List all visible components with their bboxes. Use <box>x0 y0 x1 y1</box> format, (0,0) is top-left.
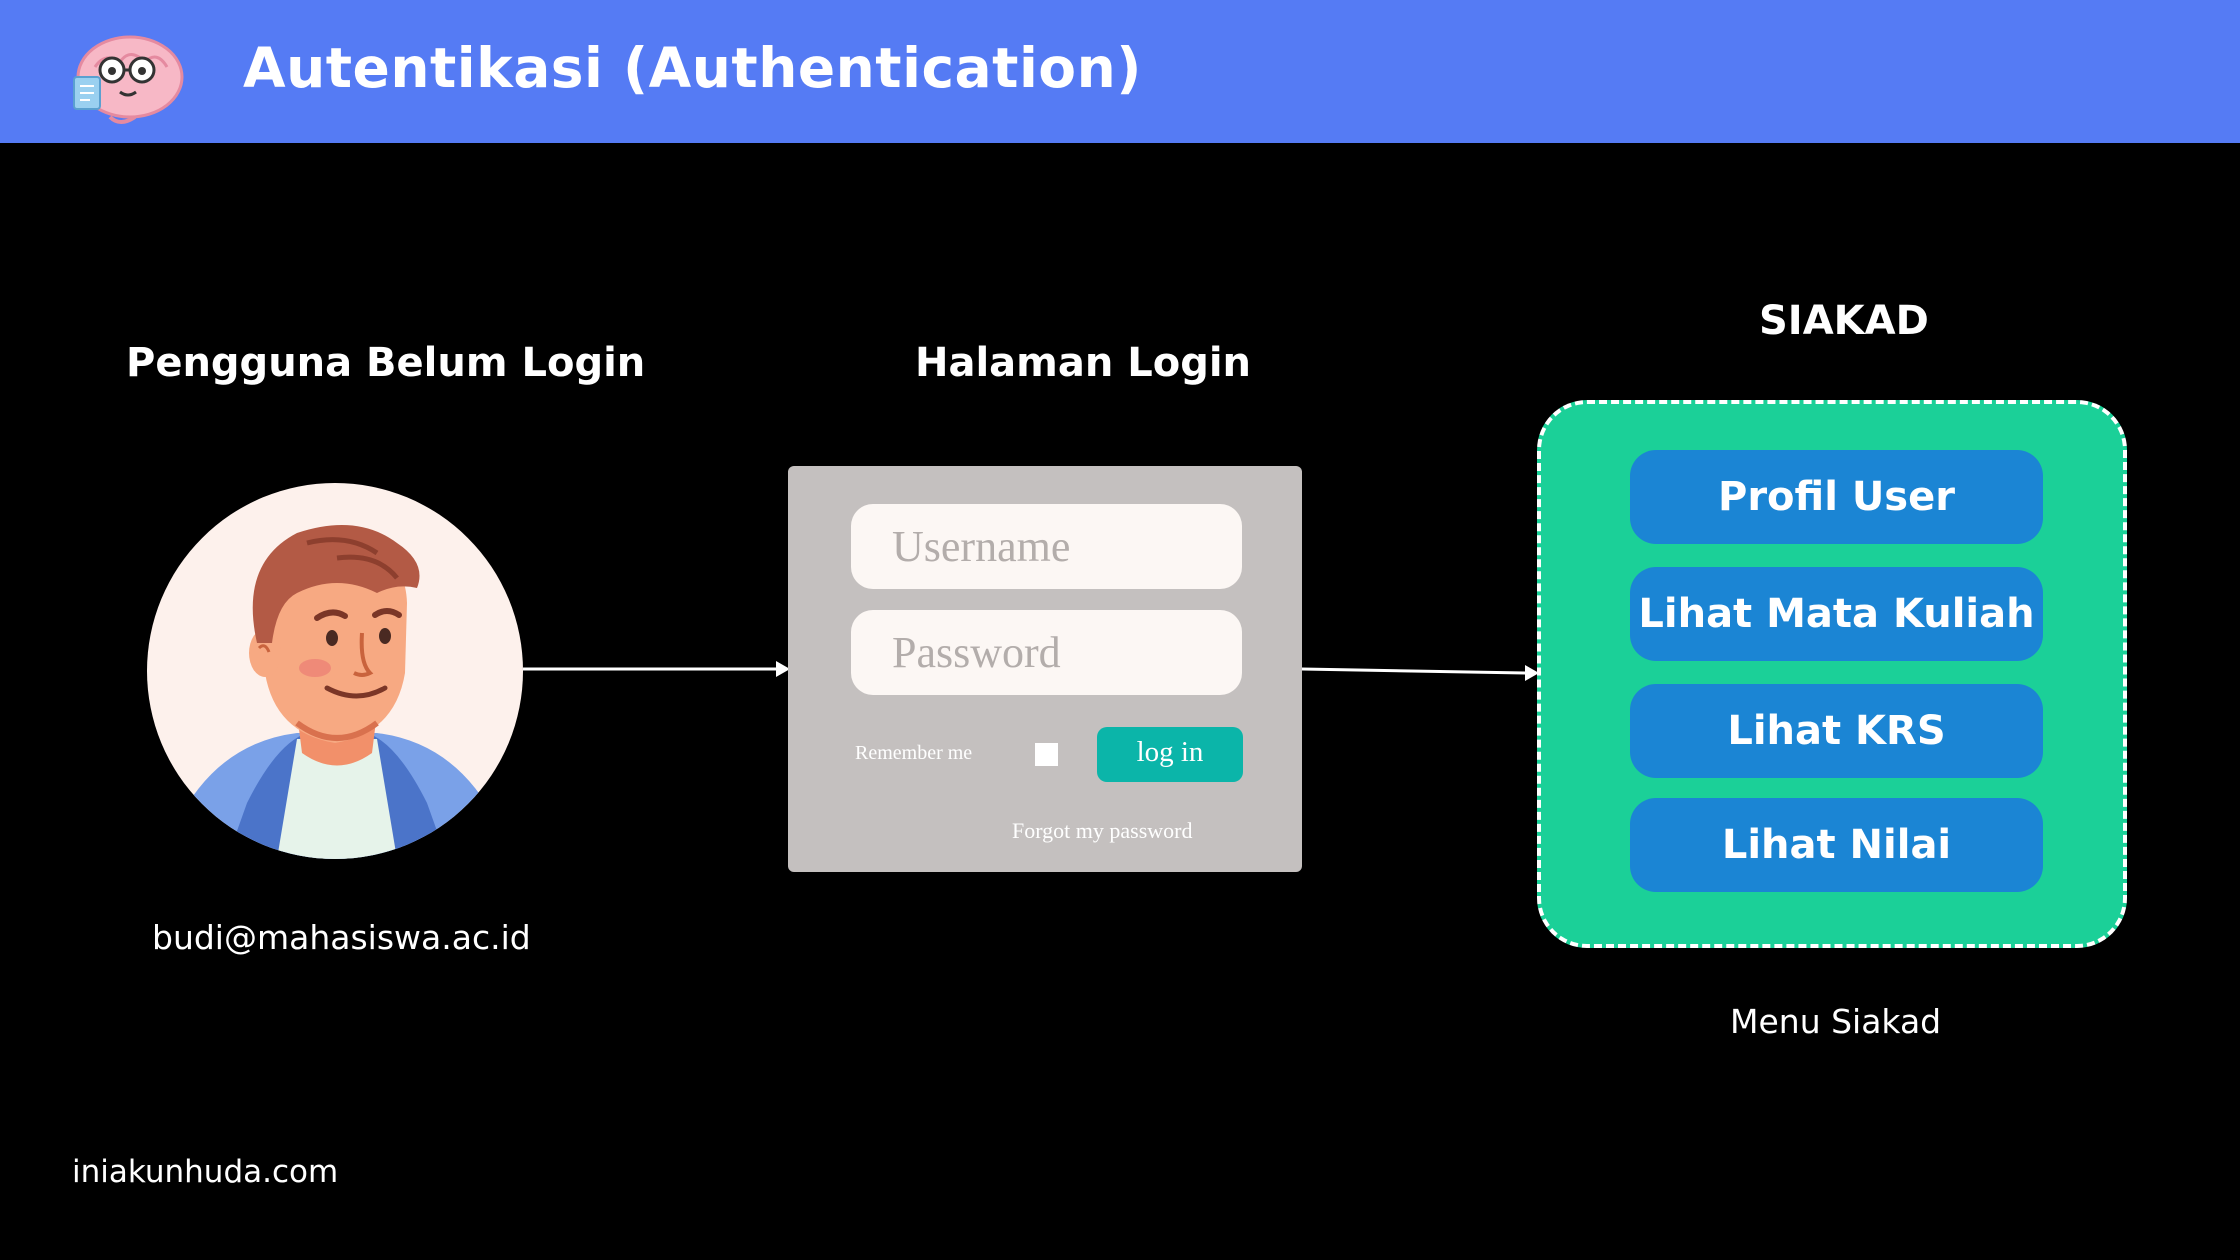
arrow-login-to-siakad <box>1301 667 1528 675</box>
page-title: Autentikasi (Authentication) <box>243 36 1142 100</box>
siakad-menu-box: Profil User Lihat Mata Kuliah Lihat KRS … <box>1537 400 2127 948</box>
remember-me-checkbox[interactable] <box>1035 743 1058 766</box>
menu-lihat-mata-kuliah-button[interactable]: Lihat Mata Kuliah <box>1630 567 2043 661</box>
footer-site: iniakunhuda.com <box>72 1154 339 1190</box>
user-email: budi@mahasiswa.ac.id <box>152 918 531 957</box>
login-button[interactable]: log in <box>1097 727 1243 782</box>
siakad-caption: Menu Siakad <box>1730 1002 1942 1041</box>
login-heading: Halaman Login <box>915 340 1252 386</box>
man-avatar-icon <box>147 483 523 859</box>
menu-profil-user-button[interactable]: Profil User <box>1630 450 2043 544</box>
brain-mascot-icon <box>73 35 184 124</box>
forgot-password-link[interactable]: Forgot my password <box>1012 818 1193 843</box>
username-input[interactable]: Username <box>851 504 1242 589</box>
remember-me-label: Remember me <box>855 742 973 764</box>
menu-lihat-krs-button[interactable]: Lihat KRS <box>1630 684 2043 778</box>
header-bar: Autentikasi (Authentication) <box>0 0 2240 143</box>
password-input[interactable]: Password <box>851 610 1242 695</box>
user-heading: Pengguna Belum Login <box>126 340 646 386</box>
siakad-heading: SIAKAD <box>1759 298 1929 344</box>
login-form: Username Password Remember me log in For… <box>788 466 1302 872</box>
menu-lihat-nilai-button[interactable]: Lihat Nilai <box>1630 798 2043 892</box>
